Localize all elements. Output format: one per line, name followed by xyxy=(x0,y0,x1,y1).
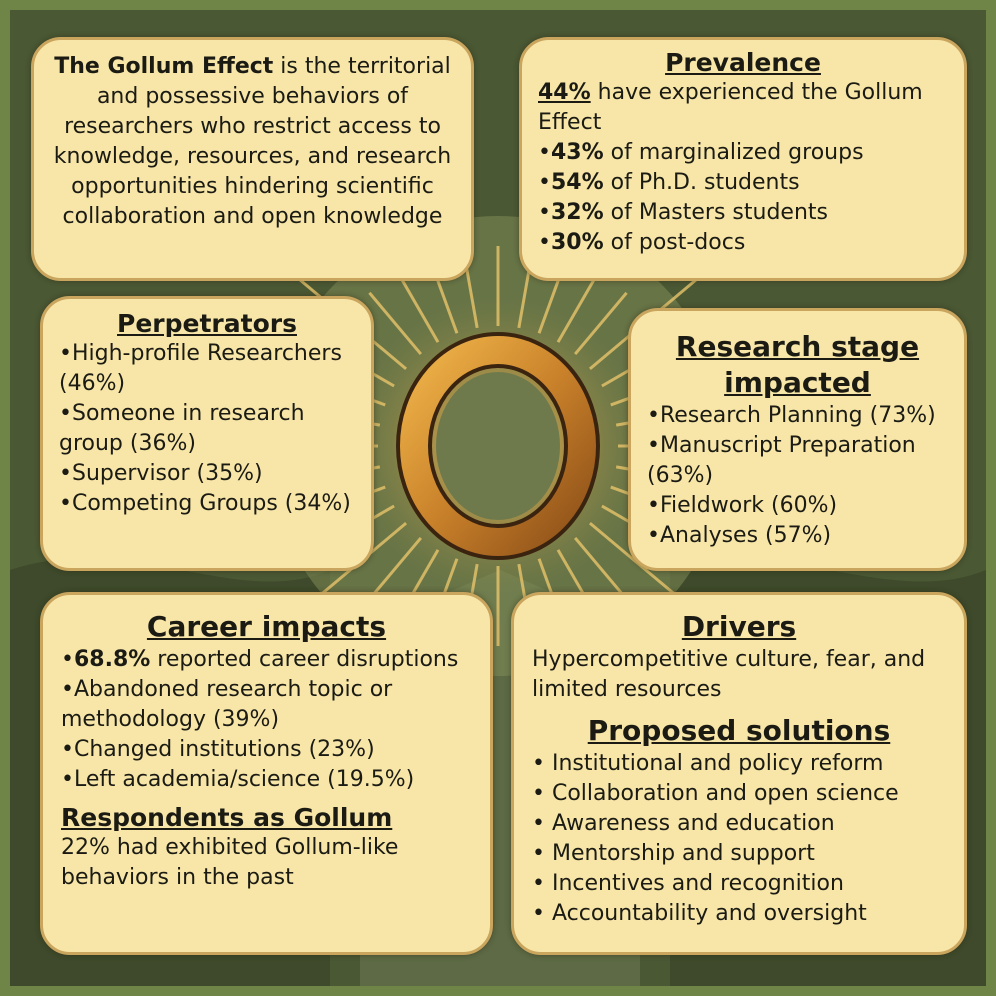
research-stage-item: •Research Planning (73%) xyxy=(647,403,936,428)
sun-ray xyxy=(573,291,628,356)
solution-item: • Incentives and recognition xyxy=(532,871,844,896)
career-headline-value: 68.8% xyxy=(73,647,151,672)
perpetrator-item: •Supervisor (35%) xyxy=(59,461,263,486)
career-impacts-panel: Career impacts •68.8% reported career di… xyxy=(40,592,493,955)
prevalence-value: 54% xyxy=(550,170,604,195)
prevalence-item: •32% of Masters students xyxy=(538,200,828,225)
respondents-text: 22% had exhibited Gollum-like behaviors … xyxy=(61,835,399,890)
drivers-title: Drivers xyxy=(681,610,797,643)
solution-item: • Mentorship and support xyxy=(532,841,815,866)
definition-body: is the territorial and possessive behavi… xyxy=(53,54,452,229)
definition-text: The Gollum Effect is the territorial and… xyxy=(48,52,457,232)
prevalence-value: 30% xyxy=(550,230,604,255)
prevalence-label: of marginalized groups xyxy=(603,140,864,165)
solution-item: • Institutional and policy reform xyxy=(532,751,884,776)
golden-ring xyxy=(400,336,596,556)
career-item: •Abandoned research topic or methodology… xyxy=(61,677,393,732)
career-headline: •68.8% reported career disruptions xyxy=(61,647,459,672)
prevalence-value: 32% xyxy=(550,200,604,225)
prevalence-label: of post-docs xyxy=(603,230,746,255)
career-headline-text: reported career disruptions xyxy=(150,647,459,672)
research-stage-panel: Research stage impacted •Research Planni… xyxy=(628,308,967,571)
prevalence-label: of Masters students xyxy=(603,200,828,225)
perpetrators-title: Perpetrators xyxy=(117,309,297,338)
definition-panel: The Gollum Effect is the territorial and… xyxy=(31,37,474,281)
solution-item: • Collaboration and open science xyxy=(532,781,899,806)
sun-ray xyxy=(368,536,423,601)
ring-hole xyxy=(436,372,560,520)
perpetrator-item: •High-profile Researchers (46%) xyxy=(59,341,342,396)
career-item: •Changed institutions (23%) xyxy=(61,737,375,762)
drivers-text: Hypercompetitive culture, fear, and limi… xyxy=(532,647,926,702)
sun-ray xyxy=(573,536,628,601)
prevalence-value: 43% xyxy=(550,140,604,165)
research-stage-title: Research stage impacted xyxy=(675,330,920,399)
solution-item: • Accountability and oversight xyxy=(532,901,867,926)
prevalence-headline-value: 44% xyxy=(538,80,591,105)
solution-item: • Awareness and education xyxy=(532,811,835,836)
definition-term: The Gollum Effect xyxy=(54,54,274,79)
career-item: •Left academia/science (19.5%) xyxy=(61,767,415,792)
prevalence-item: •43% of marginalized groups xyxy=(538,140,864,165)
research-stage-item: •Analyses (57%) xyxy=(647,523,832,548)
drivers-panel: Drivers Hypercompetitive culture, fear, … xyxy=(511,592,967,955)
respondents-title: Respondents as Gollum xyxy=(61,803,393,832)
prevalence-item: •30% of post-docs xyxy=(538,230,746,255)
research-stage-item: •Manuscript Preparation (63%) xyxy=(647,433,916,488)
sun-ray xyxy=(368,291,423,356)
research-stage-item: •Fieldwork (60%) xyxy=(647,493,838,518)
prevalence-item: •54% of Ph.D. students xyxy=(538,170,800,195)
prevalence-headline-text: have experienced the Gollum Effect xyxy=(538,80,923,135)
perpetrator-item: •Competing Groups (34%) xyxy=(59,491,351,516)
prevalence-panel: Prevalence 44% have experienced the Goll… xyxy=(519,37,967,281)
perpetrators-panel: Perpetrators •High-profile Researchers (… xyxy=(40,296,374,571)
prevalence-label: of Ph.D. students xyxy=(603,170,800,195)
solutions-title: Proposed solutions xyxy=(587,714,891,747)
perpetrator-item: •Someone in research group (36%) xyxy=(59,401,305,456)
career-impacts-title: Career impacts xyxy=(146,610,387,643)
prevalence-title: Prevalence xyxy=(665,48,821,77)
prevalence-headline: 44% have experienced the Gollum Effect xyxy=(538,78,948,138)
